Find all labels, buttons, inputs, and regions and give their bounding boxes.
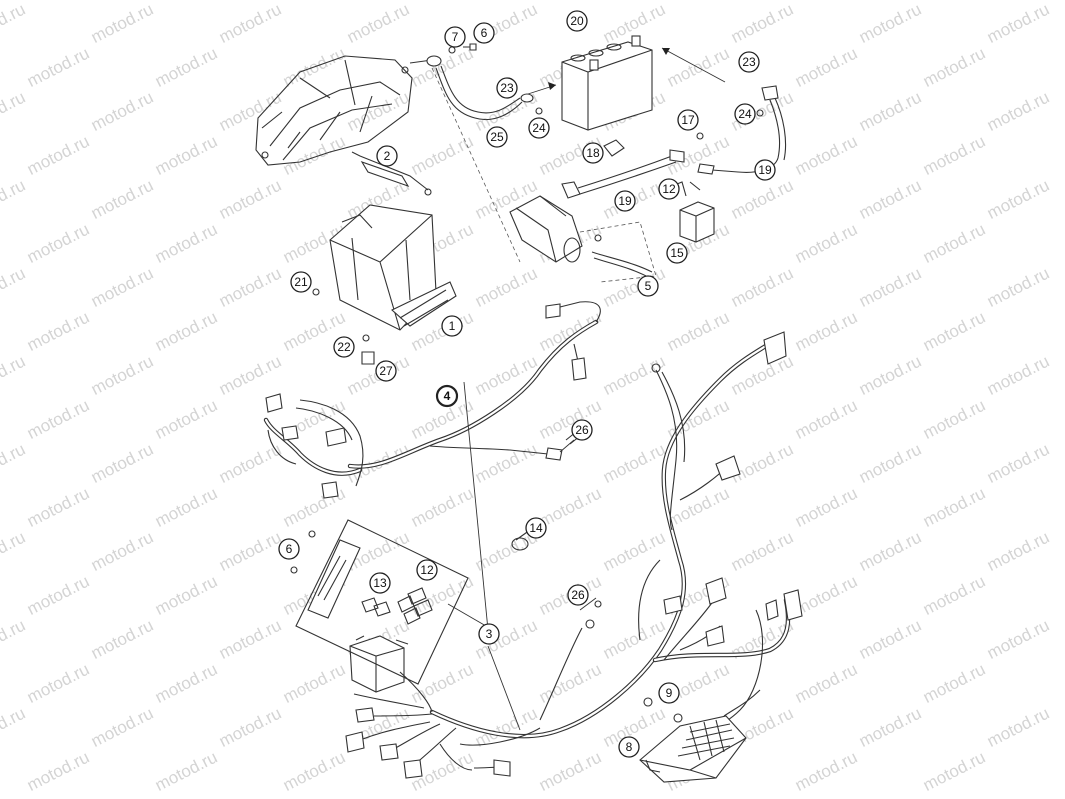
battery: [527, 35, 726, 131]
callout-20: 20: [566, 10, 588, 32]
callout-23-left: 23: [496, 77, 518, 99]
svg-text:24: 24: [738, 107, 752, 121]
callout-8: 8: [618, 736, 640, 758]
callout-12-relay: 12: [658, 178, 680, 200]
svg-text:12: 12: [662, 182, 676, 196]
ignition-coil: [345, 635, 511, 779]
svg-text:2: 2: [384, 149, 391, 163]
callout-19-starter: 19: [614, 190, 636, 212]
callout-23-right: 23: [738, 51, 760, 73]
callout-14: 14: [525, 517, 547, 539]
callout-12-fuse: 12: [416, 559, 438, 581]
callout-25: 25: [486, 126, 508, 148]
svg-text:15: 15: [670, 246, 684, 260]
frame-section: [255, 55, 413, 166]
callout-2: 2: [376, 145, 398, 167]
callout-21: 21: [290, 271, 312, 293]
svg-text:25: 25: [490, 130, 504, 144]
callout-15: 15: [666, 242, 688, 264]
callout-6-bracket: 6: [278, 538, 300, 560]
svg-text:1: 1: [449, 319, 456, 333]
starter-relay: [671, 181, 715, 243]
svg-text:8: 8: [626, 740, 633, 754]
svg-text:18: 18: [586, 146, 600, 160]
svg-text:14: 14: [529, 521, 543, 535]
svg-text:19: 19: [758, 163, 772, 177]
svg-text:6: 6: [286, 542, 293, 556]
callout-24-left: 24: [528, 117, 550, 139]
main-wiring-harness: [429, 331, 803, 746]
svg-text:23: 23: [742, 55, 756, 69]
svg-text:5: 5: [645, 279, 652, 293]
callout-19-battery: 19: [754, 159, 776, 181]
callout-18: 18: [582, 142, 604, 164]
leader-lines: [447, 381, 597, 731]
battery-plus-cable: [696, 85, 787, 175]
callout-27: 27: [375, 360, 397, 382]
svg-text:26: 26: [575, 423, 589, 437]
svg-text:3: 3: [486, 627, 493, 641]
callout-26-upper: 26: [571, 419, 593, 441]
callout-13: 13: [369, 572, 391, 594]
callout-9: 9: [658, 682, 680, 704]
svg-text:4: 4: [444, 389, 451, 403]
callout-24-right: 24: [734, 103, 756, 125]
callout-6-top: 6: [473, 22, 495, 44]
svg-text:24: 24: [532, 121, 546, 135]
callout-4: 4: [435, 384, 459, 408]
callout-7: 7: [444, 26, 466, 48]
svg-text:27: 27: [379, 364, 393, 378]
callout-17: 17: [677, 109, 699, 131]
battery-box: [312, 204, 457, 365]
fuse-bracket-kit: [290, 519, 469, 685]
callout-22: 22: [333, 336, 355, 358]
callout-5: 5: [637, 275, 659, 297]
earth-cable: [409, 43, 543, 120]
callout-3: 3: [478, 623, 500, 645]
svg-text:26: 26: [571, 588, 585, 602]
svg-text:9: 9: [666, 686, 673, 700]
starter-motor: [431, 67, 685, 283]
sub-harness: [263, 301, 601, 499]
svg-text:20: 20: [570, 14, 584, 28]
svg-text:22: 22: [337, 340, 351, 354]
voltage-regulator: [639, 689, 761, 783]
svg-text:12: 12: [420, 563, 434, 577]
svg-text:21: 21: [294, 275, 308, 289]
svg-text:13: 13: [373, 576, 387, 590]
callout-26-lower: 26: [567, 584, 589, 606]
svg-text:23: 23: [500, 81, 514, 95]
svg-text:17: 17: [681, 113, 695, 127]
svg-text:19: 19: [618, 194, 632, 208]
svg-text:7: 7: [452, 30, 459, 44]
callout-1: 1: [441, 315, 463, 337]
svg-text:6: 6: [481, 26, 488, 40]
